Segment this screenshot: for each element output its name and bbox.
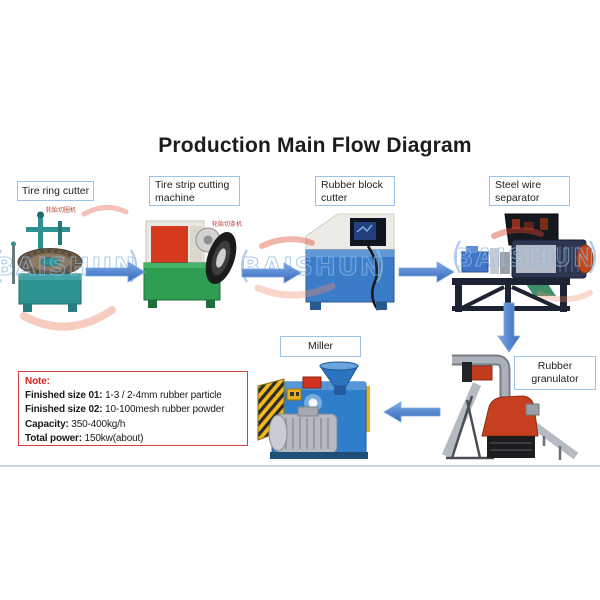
svg-text:BAISHUN: BAISHUN xyxy=(454,243,596,272)
page-title: Production Main Flow Diagram xyxy=(158,134,472,157)
arrow-1-right-icon xyxy=(85,261,146,283)
arrow-5-left-icon xyxy=(383,401,441,423)
note-item: Finished size 02: 10-100mesh rubber powd… xyxy=(25,404,225,416)
station-label-tire-ring-cutter: Tire ring cutter xyxy=(17,181,94,201)
station-label-text: Miller xyxy=(307,340,334,352)
arrow-4-down-icon xyxy=(497,302,521,353)
note-item: Total power: 150kw(about) xyxy=(25,432,144,444)
station-label-text: Steel wire separator xyxy=(495,179,542,204)
watermark-baishun-center: BAISHUN xyxy=(241,236,384,299)
note-box: Note: Finished size 01: 1-3 / 2-4mm rubb… xyxy=(18,371,248,446)
miller-photo xyxy=(257,361,370,459)
arrow-3-right-icon xyxy=(398,261,455,283)
red-swoosh xyxy=(491,227,544,239)
station-label-text: Tire strip cutting machine xyxy=(155,179,230,204)
station-label-steel-wire-separator: Steel wire separator xyxy=(489,176,570,206)
tire-strip-cutting-machine-photo xyxy=(143,220,237,308)
tire-ring-cutter-photo xyxy=(11,211,83,312)
rubber-granulator-photo xyxy=(441,354,579,460)
red-swoosh xyxy=(81,205,129,217)
note-item: Finished size 01: 1-3 / 2-4mm rubber par… xyxy=(25,390,222,402)
station-label-text: Rubber block cutter xyxy=(321,179,383,204)
flow-arrows xyxy=(85,261,521,423)
red-swoosh xyxy=(20,306,116,331)
station-label-rubber-granulator: Rubber granulator xyxy=(514,356,596,390)
note-heading: Note: xyxy=(25,376,50,387)
station-label-rubber-block-cutter: Rubber block cutter xyxy=(315,176,395,206)
red-swoosh xyxy=(259,236,315,249)
svg-text:BAISHUN: BAISHUN xyxy=(0,252,137,281)
bottom-divider xyxy=(0,465,600,467)
station-label-text: Rubber granulator xyxy=(531,360,579,385)
watermark-baishun-right: BAISHUN xyxy=(454,227,597,303)
station-label-miller: Miller xyxy=(280,336,361,357)
watermark-baishun-left: BAISHUN xyxy=(0,205,138,331)
rubber-block-cutter-photo xyxy=(305,213,395,311)
note-item: Capacity: 350-400kg/h xyxy=(25,418,126,430)
station-label-text: Tire ring cutter xyxy=(21,184,90,197)
red-swoosh xyxy=(537,290,593,303)
photo-caption-cn-tire-strip-cutter: 轮胎切条机 xyxy=(212,222,243,228)
photo-caption-cn-tire-ring-cutter: 轮胎切圈机 xyxy=(46,208,77,214)
baishun-watermarks: BAISHUN BAISHUN BAISHUN xyxy=(0,205,597,331)
arrow-2-right-icon xyxy=(241,262,302,284)
tire xyxy=(205,231,237,285)
red-swoosh xyxy=(254,282,336,299)
station-label-tire-strip-cutting-machine: Tire strip cutting machine xyxy=(149,176,240,206)
